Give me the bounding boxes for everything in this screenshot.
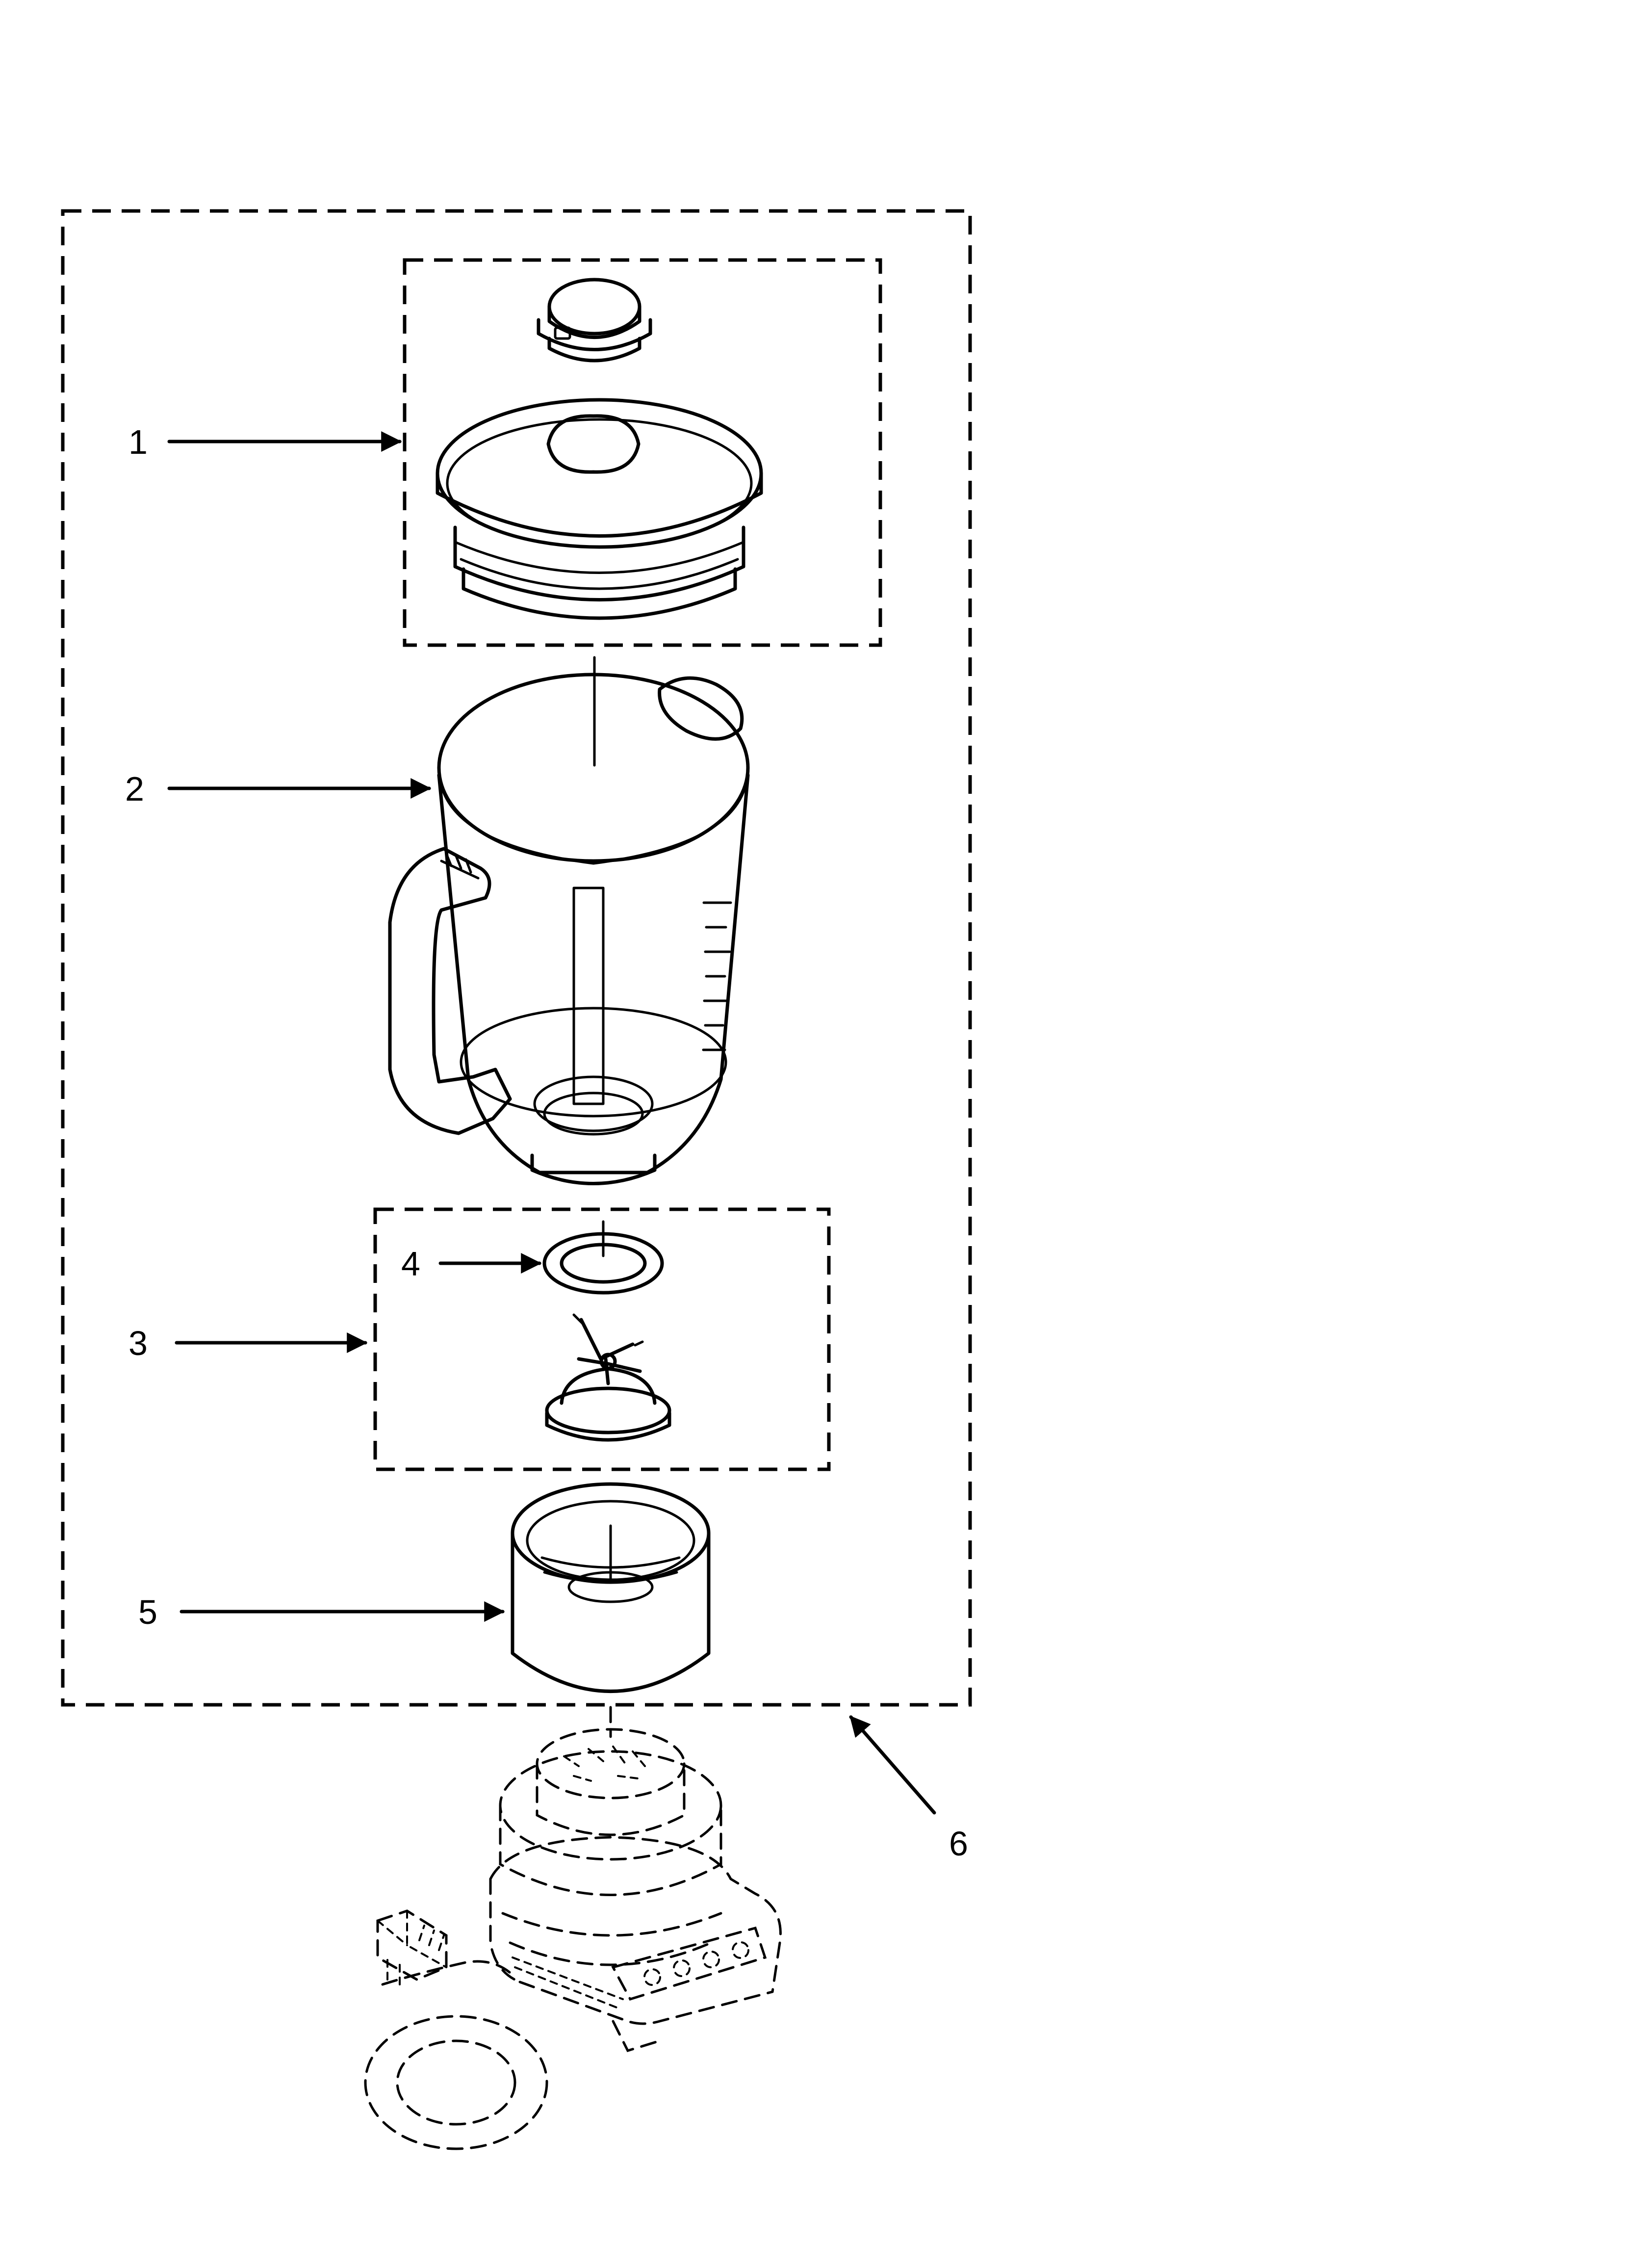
jar-base-collar-drawing bbox=[511, 1482, 711, 1693]
motor-base-phantom-drawing bbox=[364, 1706, 782, 2150]
blade-assembly-drawing bbox=[542, 1220, 671, 1442]
callout-label-5: 5 bbox=[138, 1593, 157, 1631]
callout-label-1: 1 bbox=[128, 423, 148, 461]
lid-assembly-drawing bbox=[436, 278, 763, 620]
leader-arrow-6 bbox=[849, 1715, 936, 1815]
callout-label-4: 4 bbox=[401, 1245, 420, 1283]
callout-label-2: 2 bbox=[125, 770, 144, 808]
lid-assembly-box bbox=[403, 258, 882, 647]
callout-label-3: 3 bbox=[128, 1324, 148, 1362]
assembly-boundary-box bbox=[61, 209, 972, 1707]
callout-label-6: 6 bbox=[949, 1825, 968, 1863]
blender-jar-drawing bbox=[388, 673, 750, 1185]
blade-assembly-box bbox=[373, 1207, 831, 1471]
